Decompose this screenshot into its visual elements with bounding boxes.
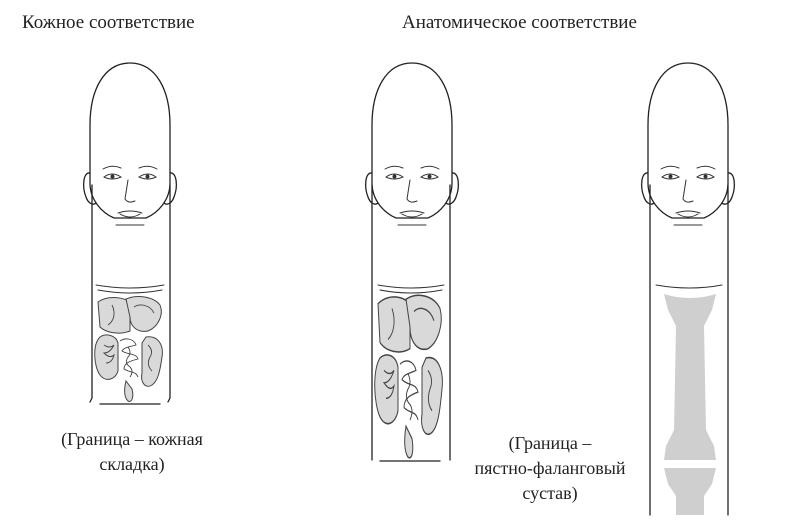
- caption-anatomical: (Граница – пястно-фаланговый сустав): [450, 431, 650, 506]
- title-skin-correspondence: Кожное соответствие: [22, 12, 195, 33]
- title-anatomical-correspondence: Анатомическое соответствие: [402, 12, 637, 33]
- caption-anatomical-line-3: сустав): [522, 483, 578, 503]
- caption-anatomical-line-2: пястно-фаланговый: [474, 458, 626, 478]
- finger-outline: [89, 184, 93, 403]
- metacarpal-bone: [664, 468, 716, 515]
- caption-skin-line-2: складка): [99, 454, 165, 474]
- finger-skin-correspondence: [83, 62, 177, 405]
- skin-fold-line: [95, 284, 165, 289]
- caption-skin: (Граница – кожная складка): [22, 427, 242, 477]
- phalanx-bone-proximal: [664, 294, 716, 460]
- finger-anatomical-organs: [365, 62, 459, 462]
- finger-anatomical-bones: [641, 62, 735, 516]
- caption-skin-line-1: (Граница – кожная: [61, 429, 203, 449]
- caption-anatomical-line-1: (Граница –: [508, 433, 592, 453]
